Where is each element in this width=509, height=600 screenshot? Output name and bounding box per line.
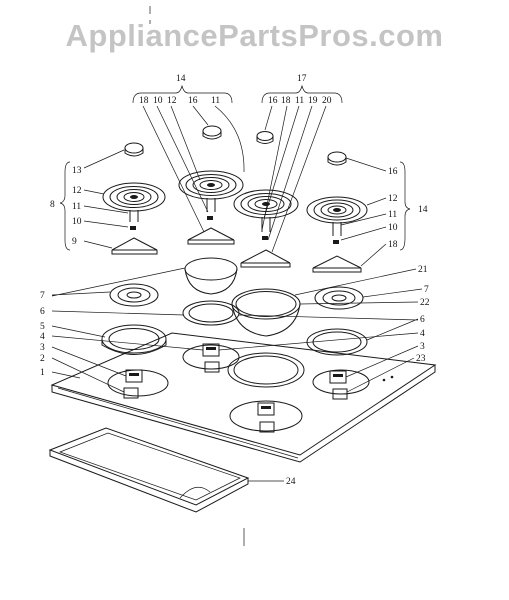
callout-4-right: 4 bbox=[420, 329, 425, 339]
callout-17-top: 17 bbox=[297, 74, 307, 84]
callout-16-right: 16 bbox=[388, 167, 398, 177]
watermark: AppliancePartsPros.com bbox=[65, 18, 444, 53]
callout-16-tl: 16 bbox=[188, 96, 198, 106]
knob-cap-13 bbox=[124, 142, 144, 157]
callout-5-left: 5 bbox=[40, 322, 45, 332]
bottom-tray bbox=[48, 427, 250, 513]
callout-19-tr: 19 bbox=[308, 96, 318, 106]
terminal-clips bbox=[130, 216, 339, 244]
callout-6-left: 6 bbox=[40, 307, 45, 317]
callout-18-right: 18 bbox=[388, 240, 398, 250]
callout-24-bottom: 24 bbox=[286, 477, 296, 487]
callout-11-right: 11 bbox=[388, 210, 397, 220]
callout-16-tr: 16 bbox=[268, 96, 278, 106]
callout-11-tl: 11 bbox=[211, 96, 220, 106]
group-bracket-17 bbox=[261, 84, 343, 104]
callout-11-left: 11 bbox=[72, 202, 81, 212]
drip-pan-left bbox=[109, 283, 159, 307]
callout-10-tl: 10 bbox=[153, 96, 163, 106]
callout-7-right: 7 bbox=[424, 285, 429, 295]
callout-18-tr: 18 bbox=[281, 96, 291, 106]
surface-element-center-right bbox=[233, 189, 299, 232]
knob-cap-16-right-top bbox=[256, 131, 274, 144]
callout-4-left: 4 bbox=[40, 332, 45, 342]
bracket-8-left bbox=[59, 161, 71, 251]
knob-cap-16-center bbox=[202, 125, 222, 140]
callout-12-tl: 12 bbox=[167, 96, 177, 106]
callout-13-left: 13 bbox=[72, 166, 82, 176]
group-bracket-14 bbox=[132, 84, 233, 104]
top-leader-lines bbox=[142, 105, 327, 253]
support-bracket-right bbox=[312, 255, 362, 273]
callout-6-right: 6 bbox=[420, 315, 425, 325]
callout-9-left: 9 bbox=[72, 237, 77, 247]
support-bracket-center-left bbox=[187, 227, 235, 245]
drip-pan-right bbox=[314, 286, 364, 310]
support-bracket-center-right bbox=[240, 249, 291, 268]
cooktop-main-top bbox=[50, 332, 437, 463]
trim-ring-center-left bbox=[182, 300, 240, 326]
callout-14-top: 14 bbox=[176, 74, 186, 84]
callout-20-tr: 20 bbox=[322, 96, 332, 106]
surface-element-center-left bbox=[178, 170, 244, 212]
knob-cap-16-right bbox=[327, 151, 347, 166]
large-drip-bowl-21 bbox=[231, 288, 301, 337]
callout-21-right: 21 bbox=[418, 265, 428, 275]
callout-2-left: 2 bbox=[40, 354, 45, 364]
callout-14-right: 14 bbox=[418, 205, 428, 215]
callout-22-right: 22 bbox=[420, 298, 430, 308]
surface-element-left bbox=[102, 182, 166, 222]
callout-3-right: 3 bbox=[420, 342, 425, 352]
callout-11-tr: 11 bbox=[295, 96, 304, 106]
support-bracket-left bbox=[111, 237, 158, 255]
receptacle-left bbox=[123, 369, 143, 399]
deep-drip-bowl bbox=[184, 257, 238, 295]
callout-23-right: 23 bbox=[416, 354, 426, 364]
surface-element-right bbox=[306, 196, 368, 236]
bracket-14-right bbox=[399, 161, 411, 251]
callout-7-left: 7 bbox=[40, 291, 45, 301]
callout-12-right: 12 bbox=[388, 194, 398, 204]
callout-10-left: 10 bbox=[72, 217, 82, 227]
receptacle-center-left bbox=[202, 343, 220, 373]
callout-8-left: 8 bbox=[50, 200, 55, 210]
receptacle-right bbox=[329, 370, 348, 400]
callout-10-right: 10 bbox=[388, 223, 398, 233]
callout-18-tl: 18 bbox=[139, 96, 149, 106]
callout-3-left: 3 bbox=[40, 343, 45, 353]
receptacle-front bbox=[257, 402, 275, 433]
callout-1-left: 1 bbox=[40, 368, 45, 378]
callout-12-left: 12 bbox=[72, 186, 82, 196]
